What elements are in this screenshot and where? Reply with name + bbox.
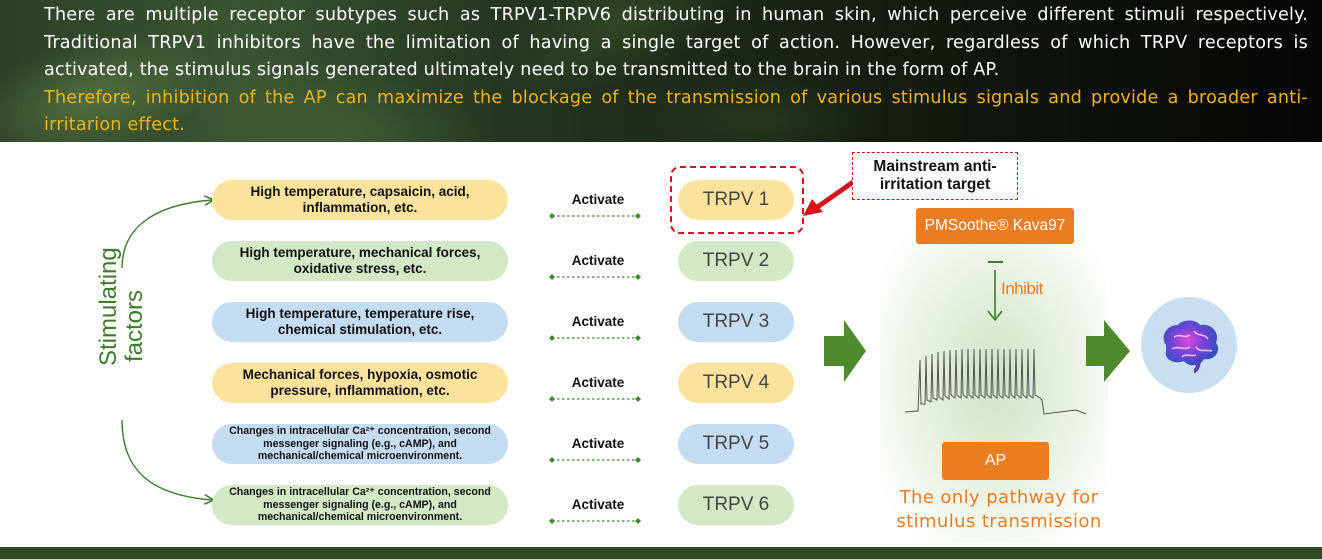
leaf-background-shape: [640, 70, 880, 142]
stimulus-pill: Changes in intracellular Ca²⁺ concentrat…: [212, 485, 508, 525]
activate-label: Activate: [571, 497, 625, 512]
stimulus-pill: Mechanical forces, hypoxia, osmotic pres…: [212, 363, 508, 403]
red-pointer-arrowhead: [803, 199, 823, 216]
intro-paragraph: There are multiple receptor subtypes suc…: [44, 5, 1308, 80]
ap-label: AP: [942, 442, 1049, 480]
conclusion-paragraph: Therefore, inhibition of the AP can maxi…: [44, 87, 1308, 136]
curve-arrow-down: [121, 419, 212, 500]
stimulus-pill: High temperature, temperature rise, chem…: [212, 302, 508, 342]
receptor-pill-trpv4: TRPV 4: [678, 363, 794, 403]
activate-label: Activate: [571, 375, 625, 390]
receptor-pill-trpv6: TRPV 6: [678, 485, 794, 525]
intro-banner: There are multiple receptor subtypes suc…: [0, 0, 1322, 142]
brain-circle: [1141, 297, 1237, 393]
activate-label: Activate: [571, 192, 625, 207]
bottom-bar: [0, 547, 1322, 559]
pathway-caption: The only pathway for stimulus transmissi…: [896, 487, 1102, 532]
intro-text: There are multiple receptor subtypes suc…: [44, 2, 1308, 140]
curve-arrow-up: [121, 200, 212, 269]
stimulus-pill: High temperature, mechanical forces, oxi…: [212, 241, 508, 281]
stimulus-pill: High temperature, capsaicin, acid, infla…: [212, 180, 508, 220]
receptor-pill-trpv5: TRPV 5: [678, 424, 794, 464]
stimulus-pill: Changes in intracellular Ca²⁺ concentrat…: [212, 424, 508, 464]
activate-label: Activate: [571, 314, 625, 329]
flow-arrow-icon: [824, 320, 866, 382]
product-label-kava97: PMSoothe® Kava97: [916, 208, 1074, 244]
activate-label: Activate: [571, 253, 625, 268]
receptor-pill-trpv1: TRPV 1: [678, 180, 794, 220]
receptor-pill-trpv3: TRPV 3: [678, 302, 794, 342]
receptor-pill-trpv2: TRPV 2: [678, 241, 794, 281]
activate-label: Activate: [571, 436, 625, 451]
stimulating-factors-label: Stimulating factors: [95, 247, 148, 366]
trpv1-highlight-box: [670, 166, 804, 234]
brain-icon: [1163, 320, 1219, 373]
red-pointer-arrow: [814, 177, 858, 211]
inhibit-label: Inhibit: [1001, 279, 1043, 298]
